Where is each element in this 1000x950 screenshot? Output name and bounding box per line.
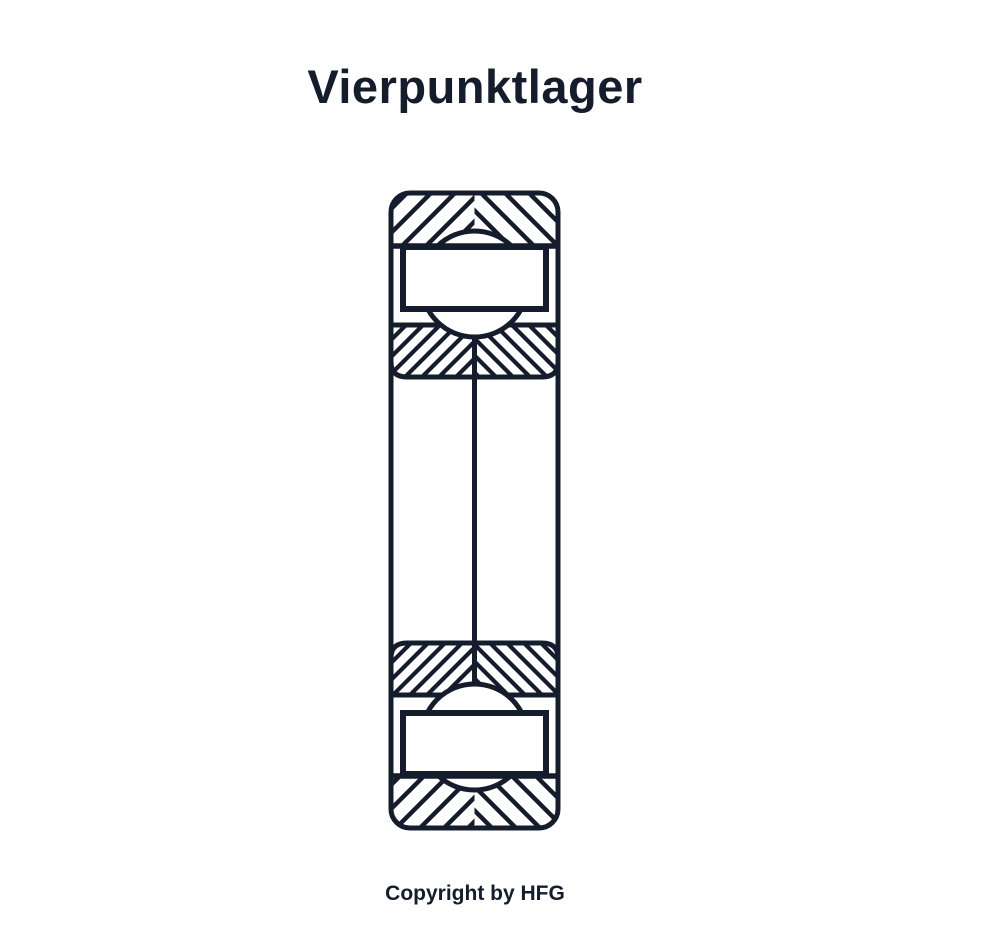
cage-top	[400, 244, 549, 312]
outer-ring-top-section	[391, 193, 558, 246]
drawing-strokes	[388, 190, 561, 831]
cage-bottom	[400, 710, 549, 777]
bearing-outline	[388, 190, 561, 831]
copyright-text: Copyright by HFG	[385, 882, 565, 905]
page-title: Vierpunktlager	[307, 60, 643, 113]
